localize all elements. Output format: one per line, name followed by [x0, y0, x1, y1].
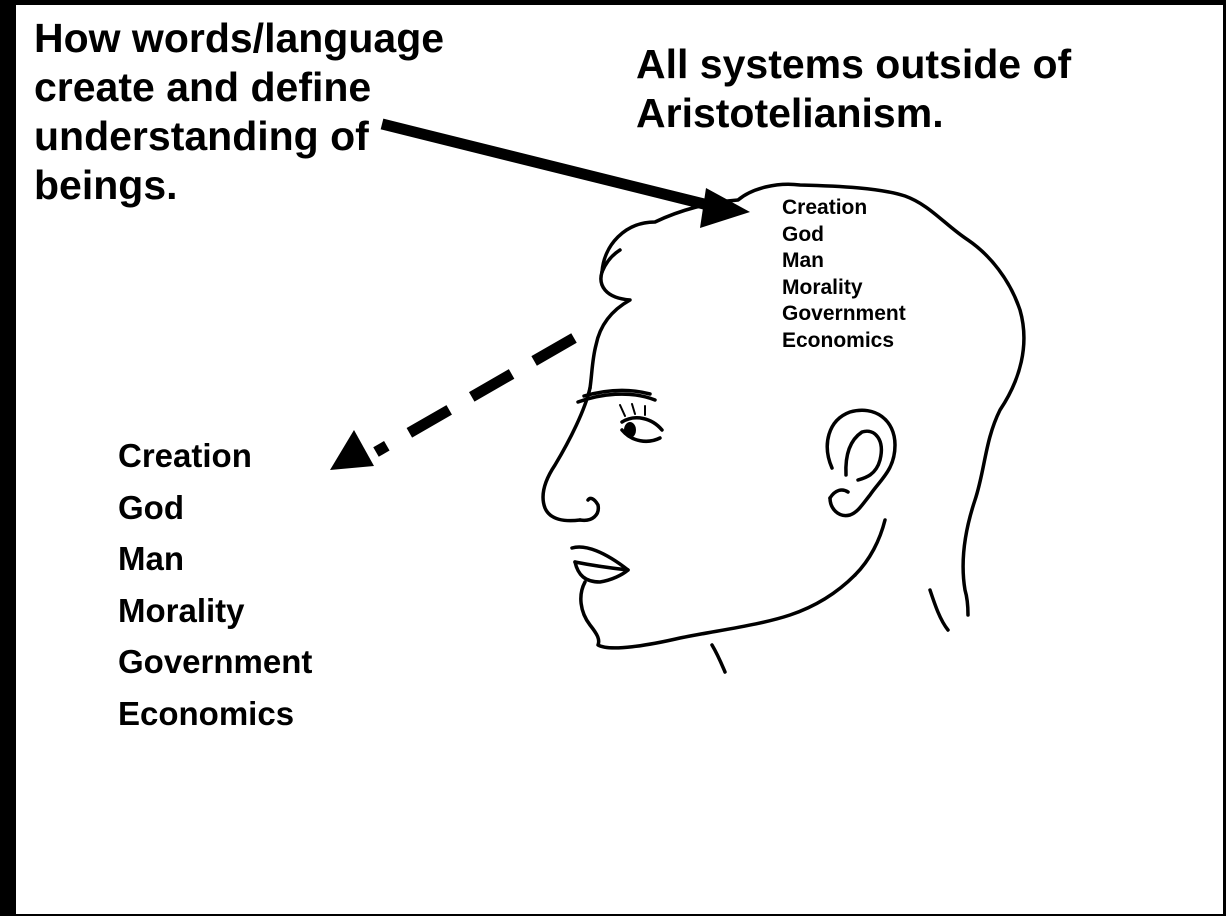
dashed-arrow-shaft — [373, 333, 577, 457]
solid-arrow — [380, 118, 750, 228]
mouth-line — [574, 561, 629, 571]
dashed-arrow-head — [330, 430, 374, 470]
left-concept-list: Creation God Man Morality Government Eco… — [118, 430, 312, 739]
left-list-item: Creation — [118, 437, 252, 474]
solid-arrow-shaft — [380, 118, 714, 212]
dashed-arrow — [330, 333, 577, 470]
forehead-line — [588, 270, 632, 390]
language-caption: How words/language create and define und… — [34, 14, 444, 210]
language-caption-line: create and define — [34, 64, 372, 110]
neck-back — [928, 588, 950, 632]
neck-front — [710, 643, 727, 674]
language-caption-line: understanding of — [34, 113, 369, 159]
head-list-item: Man — [782, 249, 824, 272]
eye-upper — [620, 416, 664, 432]
left-list-item: Morality — [118, 591, 245, 629]
systems-caption-line: Aristotelianism. — [636, 90, 944, 136]
head-list-item: God — [782, 222, 824, 246]
lower-lip — [573, 560, 630, 584]
language-caption-line: How words/language — [34, 15, 445, 61]
ear-lobe — [828, 488, 850, 500]
language-caption-line: beings. — [34, 162, 178, 208]
left-list-item: God — [118, 488, 184, 526]
head-list-item: Morality — [782, 275, 863, 299]
head-concept-list: Creation God Man Morality Government Eco… — [782, 195, 906, 354]
head-list-item: Creation — [782, 196, 868, 219]
brow-line — [576, 392, 657, 404]
jaw-line — [853, 518, 887, 577]
left-list-item: Man — [118, 540, 184, 577]
eye-lash — [619, 403, 646, 417]
chin-line — [579, 573, 857, 650]
systems-caption-line: All systems outside of — [636, 41, 1072, 87]
head-list-item: Government — [782, 302, 906, 325]
nose-line — [541, 386, 592, 523]
hairline-left — [600, 248, 622, 274]
solid-arrow-head — [700, 188, 750, 228]
head-profile-drawing — [541, 182, 1026, 674]
nostril — [578, 496, 601, 523]
systems-caption: All systems outside of Aristotelianism. — [636, 40, 1071, 138]
ear-inner — [844, 429, 883, 482]
left-list-item: Economics — [118, 694, 295, 732]
ear-outer — [825, 408, 897, 518]
left-list-item: Government — [118, 643, 313, 680]
head-list-item: Economics — [782, 328, 895, 352]
eye-pupil — [624, 422, 636, 438]
